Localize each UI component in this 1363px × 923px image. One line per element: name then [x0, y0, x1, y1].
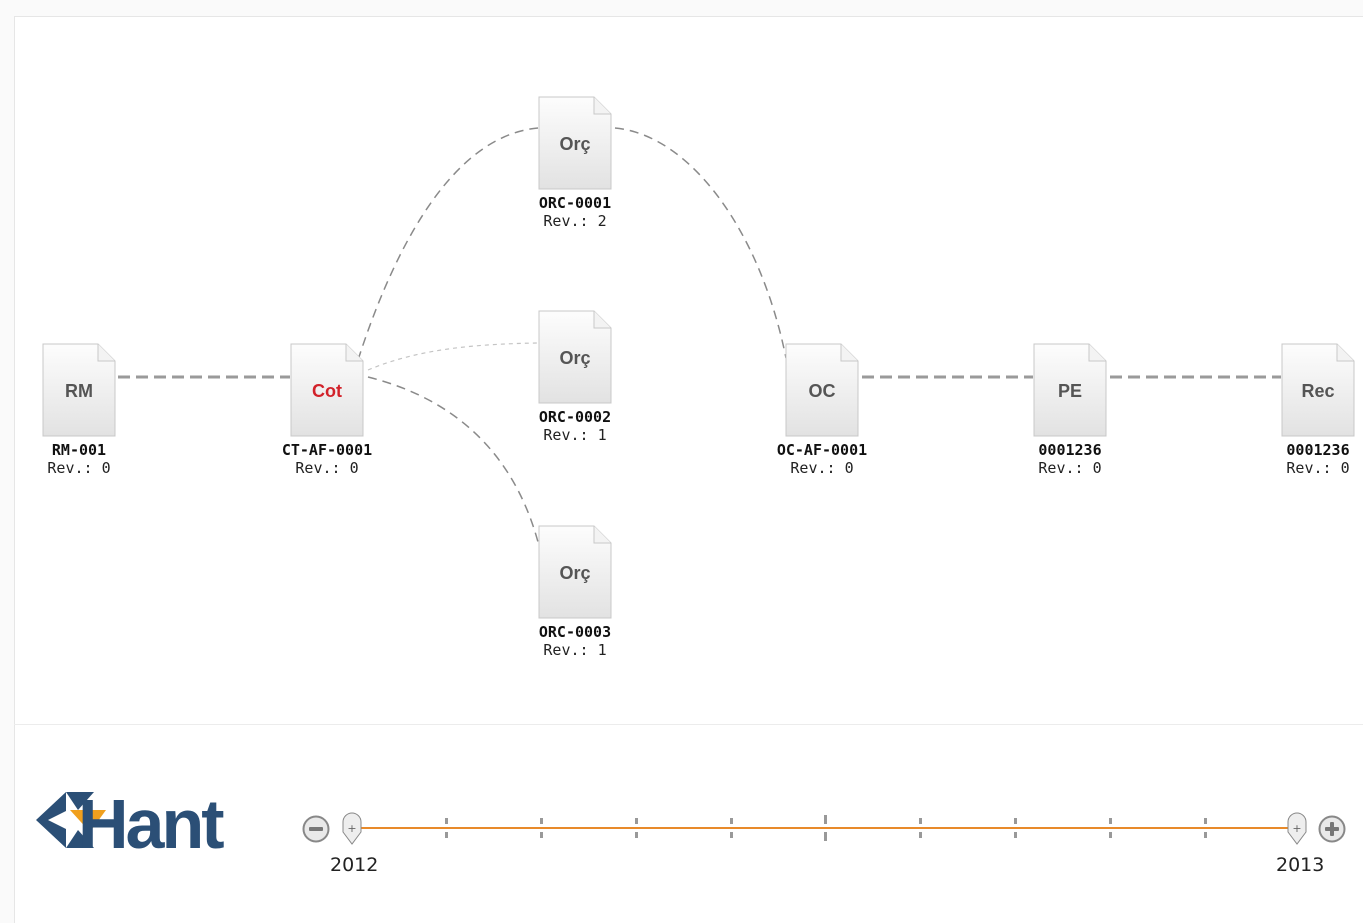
node-revision: Rev.: 0: [295, 459, 359, 477]
node-revision: Rev.: 1: [543, 426, 607, 444]
hant-logo: Hant: [34, 780, 284, 864]
zoom-out-button[interactable]: [302, 815, 330, 847]
node-code: RM-001: [51, 441, 107, 459]
node-type-label: Orç: [559, 348, 591, 368]
node-type-label: Orç: [559, 563, 591, 583]
zoom-in-button[interactable]: [1318, 815, 1346, 847]
node-code: ORC-0001: [538, 194, 612, 212]
document-icon: PE: [1033, 343, 1107, 437]
node-code: 0001236: [1038, 441, 1102, 459]
node-revision: Rev.: 2: [543, 212, 607, 230]
node-type-label: Cot: [312, 381, 342, 401]
doc-node-oc[interactable]: OC OC-AF-0001 Rev.: 0: [762, 343, 882, 477]
link-cot-orc2: [367, 342, 539, 371]
svg-text:+: +: [347, 822, 356, 835]
document-icon: Orç: [538, 310, 612, 404]
timeline-start-handle[interactable]: +: [342, 812, 362, 845]
link-cot-orc3: [367, 376, 539, 543]
document-icon: Cot: [290, 343, 364, 437]
link-cot-orc1: [357, 127, 539, 361]
node-revision: Rev.: 0: [1286, 459, 1350, 477]
node-revision: Rev.: 1: [543, 641, 607, 659]
node-type-label: RM: [65, 381, 93, 401]
link-orc1-oc: [614, 127, 787, 359]
node-code: 0001236: [1286, 441, 1350, 459]
node-code: ORC-0002: [538, 408, 612, 426]
document-icon: OC: [785, 343, 859, 437]
node-type-label: OC: [808, 381, 836, 401]
plus-circle-icon: [1318, 815, 1346, 843]
panel-divider: [14, 724, 1363, 725]
document-icon: Orç: [538, 96, 612, 190]
timeline-start-year: 2012: [330, 854, 379, 876]
node-type-label: Orç: [559, 134, 591, 154]
node-revision: Rev.: 0: [790, 459, 854, 477]
node-code: ORC-0003: [538, 623, 612, 641]
doc-node-pe[interactable]: PE 0001236 Rev.: 0: [1010, 343, 1130, 477]
graph-panel: [14, 16, 1363, 923]
minus-circle-icon: [302, 815, 330, 843]
doc-node-orc3[interactable]: Orç ORC-0003 Rev.: 1: [515, 525, 635, 659]
timeline-end-handle[interactable]: +: [1287, 812, 1307, 845]
svg-text:Hant: Hant: [78, 785, 224, 860]
doc-node-rec[interactable]: Rec 0001236 Rev.: 0: [1258, 343, 1363, 477]
node-code: OC-AF-0001: [776, 441, 868, 459]
doc-node-cot[interactable]: Cot CT-AF-0001 Rev.: 0: [267, 343, 387, 477]
node-revision: Rev.: 0: [47, 459, 111, 477]
document-icon: Orç: [538, 525, 612, 619]
doc-node-orc2[interactable]: Orç ORC-0002 Rev.: 1: [515, 310, 635, 444]
doc-node-orc1[interactable]: Orç ORC-0001 Rev.: 2: [515, 96, 635, 230]
timeline-ticks: [445, 815, 1207, 841]
document-icon: RM: [42, 343, 116, 437]
svg-text:+: +: [1292, 822, 1301, 835]
node-code: CT-AF-0001: [281, 441, 373, 459]
doc-node-rm[interactable]: RM RM-001 Rev.: 0: [19, 343, 139, 477]
node-type-label: PE: [1057, 381, 1082, 401]
node-type-label: Rec: [1301, 381, 1335, 401]
timeline-end-year: 2013: [1276, 854, 1325, 876]
node-revision: Rev.: 0: [1038, 459, 1102, 477]
document-icon: Rec: [1281, 343, 1355, 437]
